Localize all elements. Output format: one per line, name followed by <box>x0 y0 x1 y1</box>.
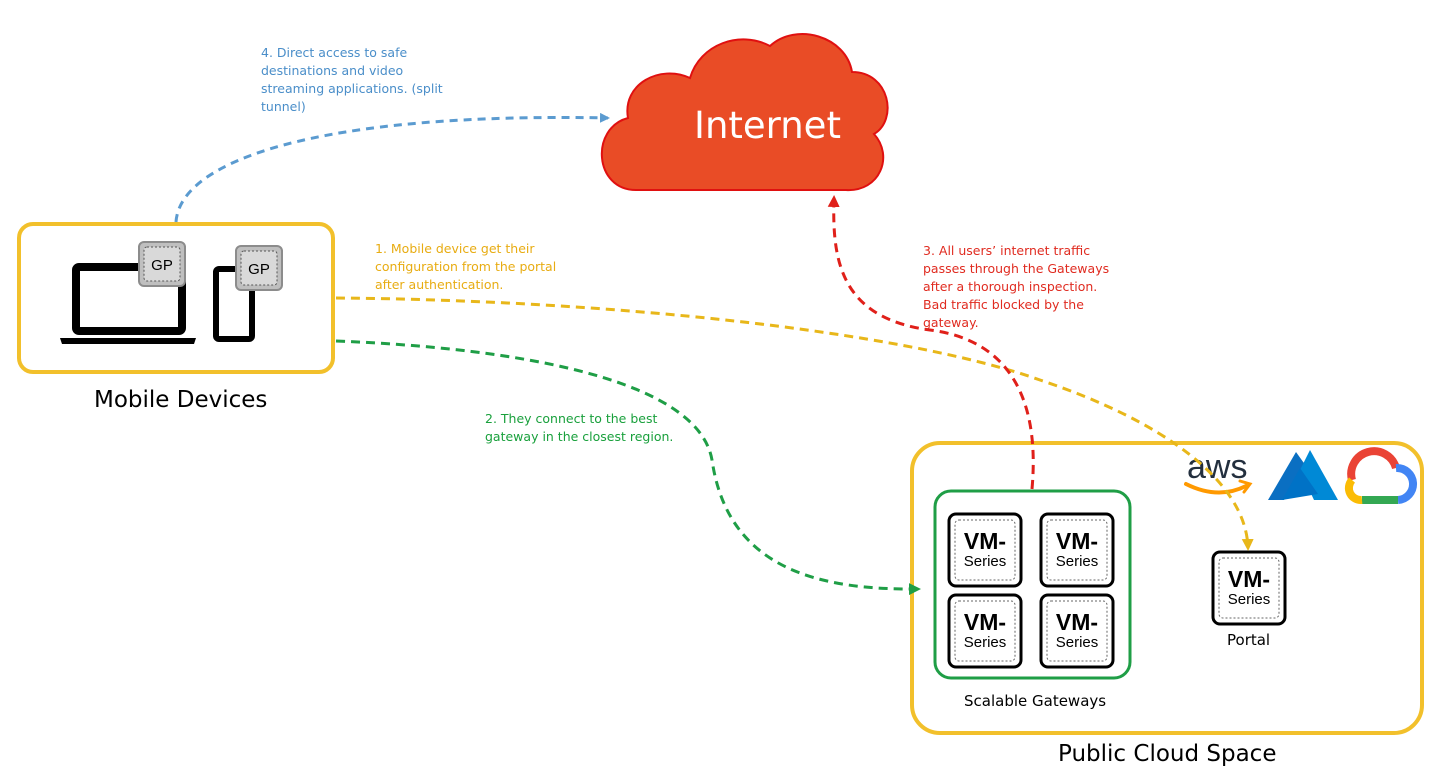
step-4-label: 4. Direct access to safe destinations an… <box>261 45 443 114</box>
mobile-devices-title: Mobile Devices <box>94 387 268 413</box>
vm-line1: VM- <box>1228 566 1270 592</box>
portal-vm-chip: VM- Series <box>1211 550 1287 626</box>
vm-line2: Series <box>1056 634 1099 651</box>
google-cloud-logo-icon <box>1344 447 1417 505</box>
vm-series-chip-3: VM- Series <box>947 593 1023 669</box>
vm-line1: VM- <box>964 609 1006 635</box>
vm-line2: Series <box>1228 591 1271 608</box>
vm-line1: VM- <box>964 528 1006 554</box>
vm-line2: Series <box>1056 553 1099 570</box>
vm-series-chip-1: VM- Series <box>947 512 1023 588</box>
vm-series-chip-2: VM- Series <box>1039 512 1115 588</box>
internet-traffic-arrow <box>827 195 1035 490</box>
vm-line1: VM- <box>1056 609 1098 635</box>
laptop-gp-label: GP <box>151 257 173 274</box>
vm-line1: VM- <box>1056 528 1098 554</box>
portal-config-arrow <box>335 296 1254 551</box>
step-1-label: 1. Mobile device get their configuration… <box>375 241 557 292</box>
azure-logo-icon <box>1268 450 1338 500</box>
gateway-connect-arrow <box>335 339 921 596</box>
step-3-label: 3. All users’ internet traffic passes th… <box>923 243 1110 330</box>
split-tunnel-arrow <box>174 112 610 223</box>
phone-gp-badge: GP <box>235 245 283 291</box>
scalable-gateways-label: Scalable Gateways <box>964 692 1107 710</box>
public-cloud-title: Public Cloud Space <box>1058 741 1277 767</box>
aws-logo: aws <box>1184 448 1253 495</box>
phone-icon <box>213 266 255 342</box>
vm-line2: Series <box>964 634 1007 651</box>
portal-label: Portal <box>1227 631 1271 649</box>
internet-cloud-icon <box>601 33 889 192</box>
vm-line2: Series <box>964 553 1007 570</box>
step-2-label: 2. They connect to the best gateway in t… <box>485 411 674 444</box>
laptop-icon <box>60 263 196 344</box>
phone-gp-label: GP <box>248 261 270 278</box>
vm-series-chip-4: VM- Series <box>1039 593 1115 669</box>
internet-label: Internet <box>694 104 841 147</box>
laptop-gp-badge: GP <box>138 241 186 287</box>
